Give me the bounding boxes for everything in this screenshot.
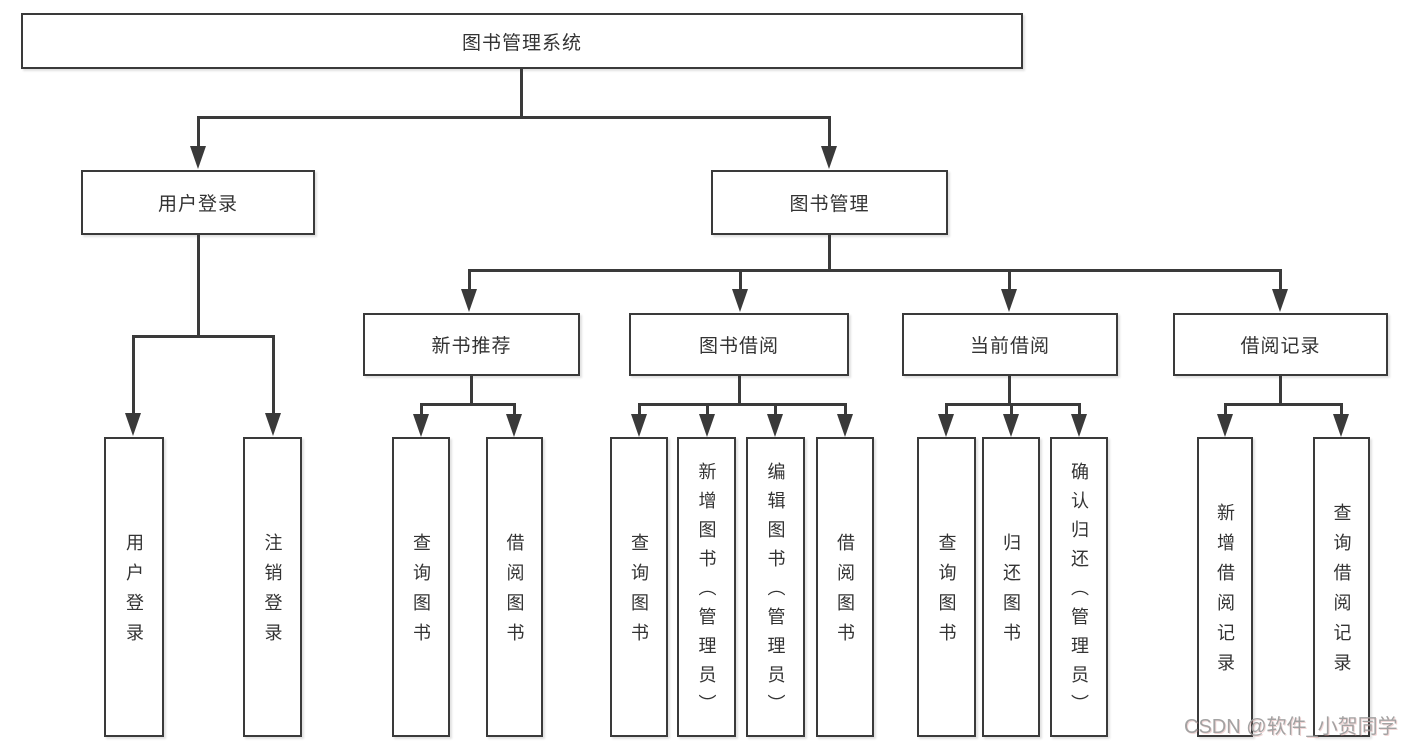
leaf-query-books-2: 查询图书 xyxy=(610,437,668,737)
leaf-borrow-books-2: 借阅图书 xyxy=(816,437,874,737)
arrow-down-icon xyxy=(190,146,206,169)
connector-line xyxy=(738,376,741,405)
connector-line xyxy=(197,116,831,119)
connector-line xyxy=(1078,403,1081,417)
connector-line xyxy=(513,403,516,417)
connector-line xyxy=(1008,376,1011,405)
connector-line xyxy=(739,269,742,293)
connector-line xyxy=(1010,403,1013,417)
arrow-down-icon xyxy=(1217,414,1233,437)
node-library-management-system: 图书管理系统 xyxy=(21,13,1023,69)
connector-line xyxy=(468,269,1281,272)
leaf-borrow-books-1: 借阅图书 xyxy=(486,437,543,737)
connector-line xyxy=(945,403,948,417)
connector-line xyxy=(272,335,275,416)
connector-line xyxy=(706,403,709,417)
connector-line xyxy=(774,403,777,417)
arrow-down-icon xyxy=(1071,414,1087,437)
connector-line xyxy=(197,116,200,149)
arrow-down-icon xyxy=(1333,414,1349,437)
arrow-down-icon xyxy=(732,289,748,312)
leaf-user-login: 用户登录 xyxy=(104,437,164,737)
arrow-down-icon xyxy=(1001,289,1017,312)
arrow-down-icon xyxy=(767,414,783,437)
arrow-down-icon xyxy=(821,146,837,169)
connector-line xyxy=(468,269,471,293)
connector-line xyxy=(638,403,641,417)
connector-line xyxy=(638,403,846,406)
node-book-management: 图书管理 xyxy=(711,170,948,235)
leaf-query-books-3: 查询图书 xyxy=(917,437,976,737)
connector-line xyxy=(844,403,847,417)
connector-line xyxy=(132,335,275,338)
node-user-login: 用户登录 xyxy=(81,170,315,235)
connector-line xyxy=(828,116,831,149)
arrow-down-icon xyxy=(631,414,647,437)
connector-line xyxy=(828,235,831,271)
connector-line xyxy=(470,376,473,405)
connector-line xyxy=(1279,269,1282,293)
connector-line xyxy=(520,69,523,118)
node-borrowing-records: 借阅记录 xyxy=(1173,313,1388,376)
connector-line xyxy=(1340,403,1343,417)
connector-line xyxy=(945,403,1081,406)
connector-line xyxy=(1224,403,1227,417)
arrow-down-icon xyxy=(413,414,429,437)
node-book-borrowing: 图书借阅 xyxy=(629,313,849,376)
arrow-down-icon xyxy=(506,414,522,437)
arrow-down-icon xyxy=(1003,414,1019,437)
leaf-confirm-return-admin: 确认归还（管理员） xyxy=(1050,437,1108,737)
connector-line xyxy=(420,403,423,417)
connector-line xyxy=(1224,403,1342,406)
arrow-down-icon xyxy=(938,414,954,437)
leaf-edit-books-admin: 编辑图书（管理员） xyxy=(746,437,805,737)
connector-line xyxy=(420,403,516,406)
arrow-down-icon xyxy=(461,289,477,312)
arrow-down-icon xyxy=(1272,289,1288,312)
watermark: CSDN @软件_小贺同学 xyxy=(1184,716,1398,738)
leaf-add-books-admin: 新增图书（管理员） xyxy=(677,437,736,737)
arrow-down-icon xyxy=(699,414,715,437)
connector-line xyxy=(197,235,200,337)
connector-line xyxy=(1008,269,1011,293)
connector-line xyxy=(1279,376,1282,405)
leaf-return-books: 归还图书 xyxy=(982,437,1040,737)
leaf-add-borrow-record: 新增借阅记录 xyxy=(1197,437,1253,737)
leaf-query-books-1: 查询图书 xyxy=(392,437,450,737)
node-new-book-recommendation: 新书推荐 xyxy=(363,313,580,376)
leaf-query-borrow-record: 查询借阅记录 xyxy=(1313,437,1370,737)
connector-line xyxy=(132,335,135,416)
leaf-logout: 注销登录 xyxy=(243,437,302,737)
arrow-down-icon xyxy=(265,413,281,436)
arrow-down-icon xyxy=(837,414,853,437)
node-current-borrowing: 当前借阅 xyxy=(902,313,1118,376)
arrow-down-icon xyxy=(125,413,141,436)
